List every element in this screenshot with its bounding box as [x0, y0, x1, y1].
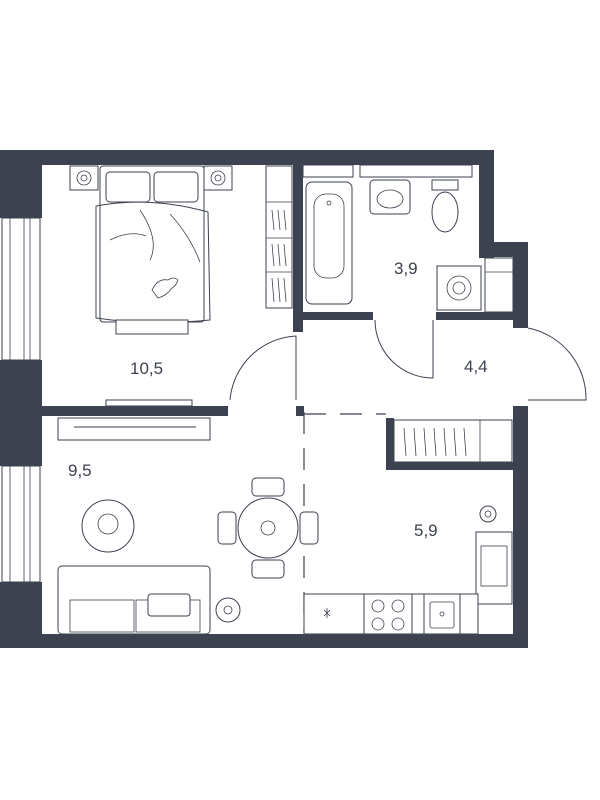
room-area-hallway: 4,4: [464, 357, 488, 376]
kitchen-sink-icon: [423, 593, 461, 635]
boiler-icon: [479, 505, 497, 523]
room-area-kitchen: 5,9: [414, 521, 438, 540]
plant-icon: [215, 597, 241, 623]
window-icon: [1, 164, 473, 583]
room-area-bathroom: 3,9: [394, 259, 418, 278]
stove-icon: [363, 593, 413, 635]
bed-icon: [69, 165, 233, 335]
dining-table-icon: [217, 477, 319, 579]
tv-stand-icon: [57, 417, 211, 441]
coffee-table-icon: [81, 499, 135, 553]
wardrobe-icon: [265, 165, 293, 309]
room-area-bedroom: 10,5: [130, 359, 163, 378]
door-icon: [229, 319, 587, 401]
fridge-icon: [475, 531, 513, 605]
sofa-icon: [57, 565, 211, 635]
tv-icon: [105, 399, 193, 407]
bathtub-icon: [305, 181, 353, 305]
entry-wardrobe-icon: [393, 419, 513, 463]
room-area-living-room: 9,5: [68, 461, 92, 480]
sink-icon: [369, 179, 411, 215]
toilet-icon: [431, 179, 459, 233]
washing-machine-icon: [436, 257, 514, 313]
walls: [0, 150, 528, 648]
